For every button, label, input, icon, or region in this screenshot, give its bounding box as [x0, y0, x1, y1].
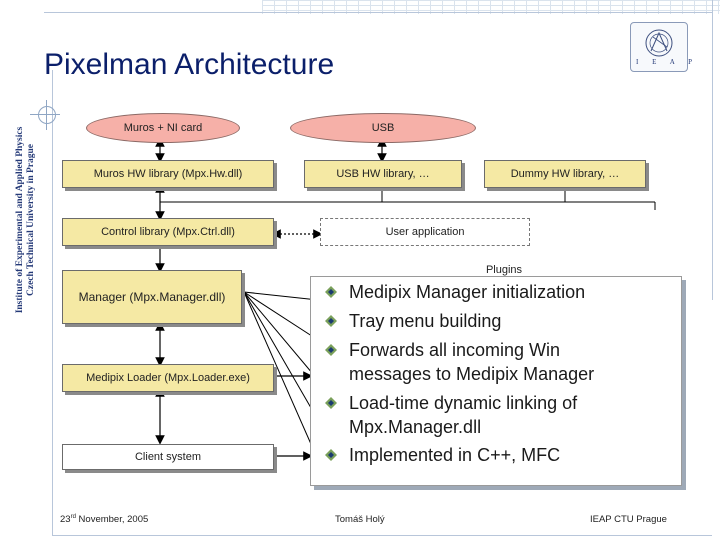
footer-date: 23rd November, 2005 [60, 514, 148, 525]
manager-node: Manager (Mpx.Manager.dll) [62, 270, 242, 324]
footer-date-day: 23 [60, 514, 71, 526]
dummy-hw-library-label: Dummy HW library, … [510, 168, 620, 180]
muros-ni-card-node: Muros + NI card [86, 113, 240, 143]
diamond-bullet-icon [325, 286, 337, 298]
client-system-label: Client system [134, 451, 202, 463]
header-grid-decoration [262, 0, 720, 14]
usb-node: USB [290, 113, 476, 143]
plugins-label: Plugins [485, 264, 523, 276]
bullet-text: Mpx.Manager.dll [349, 417, 482, 437]
ieap-logo-letters: I E A P [636, 58, 699, 66]
bullet-text: Implemented in C++, MFC [349, 445, 561, 465]
frame-corner-circle [38, 106, 56, 124]
ieap-logo-icon [645, 29, 673, 57]
diamond-bullet-icon [325, 315, 337, 327]
footer-author: Tomáš Holý [335, 514, 385, 525]
muros-hw-library-node: Muros HW library (Mpx.Hw.dll) [62, 160, 274, 188]
bullet-text: messages to Medipix Manager [349, 364, 595, 384]
control-library-label: Control library (Mpx.Ctrl.dll) [101, 226, 235, 238]
description-popup: Medipix Manager initialization Tray menu… [310, 276, 682, 486]
diamond-bullet-icon [325, 344, 337, 356]
frame-corner-vline [46, 100, 47, 130]
usb-label: USB [371, 122, 395, 134]
usb-hw-library-label: USB HW library, … [336, 168, 430, 180]
client-system-node: Client system [62, 444, 274, 470]
frame-line-top [44, 12, 712, 13]
bullet-text: Load-time dynamic linking of [349, 393, 578, 413]
bullet-text: Medipix Manager initialization [349, 282, 586, 302]
diamond-bullet-icon [325, 449, 337, 461]
frame-line-bottom [52, 535, 712, 536]
user-application-node: User application [320, 218, 530, 246]
footer-organization: IEAP CTU Prague [590, 514, 667, 525]
footer-date-suffix: rd [70, 514, 76, 520]
manager-label: Manager (Mpx.Manager.dll) [78, 290, 226, 304]
muros-hw-library-label: Muros HW library (Mpx.Hw.dll) [93, 168, 243, 180]
diamond-bullet-icon [325, 397, 337, 409]
slide-title: Pixelman Architecture [44, 48, 335, 81]
usb-hw-library-node: USB HW library, … [304, 160, 462, 188]
frame-line-left [52, 70, 53, 535]
bullet-text: Tray menu building [349, 311, 502, 331]
frame-line-right [712, 0, 713, 300]
footer-date-rest: November, 2005 [75, 514, 149, 526]
frame-corner-hline [30, 114, 60, 115]
ieap-logo [630, 22, 688, 72]
medipix-loader-label: Medipix Loader (Mpx.Loader.exe) [86, 372, 250, 384]
control-library-node: Control library (Mpx.Ctrl.dll) [62, 218, 274, 246]
bullet-text: Forwards all incoming Win [349, 340, 561, 360]
user-application-label: User application [385, 226, 465, 238]
muros-ni-card-label: Muros + NI card [123, 122, 203, 134]
dummy-hw-library-node: Dummy HW library, … [484, 160, 646, 188]
medipix-loader-node: Medipix Loader (Mpx.Loader.exe) [62, 364, 274, 392]
